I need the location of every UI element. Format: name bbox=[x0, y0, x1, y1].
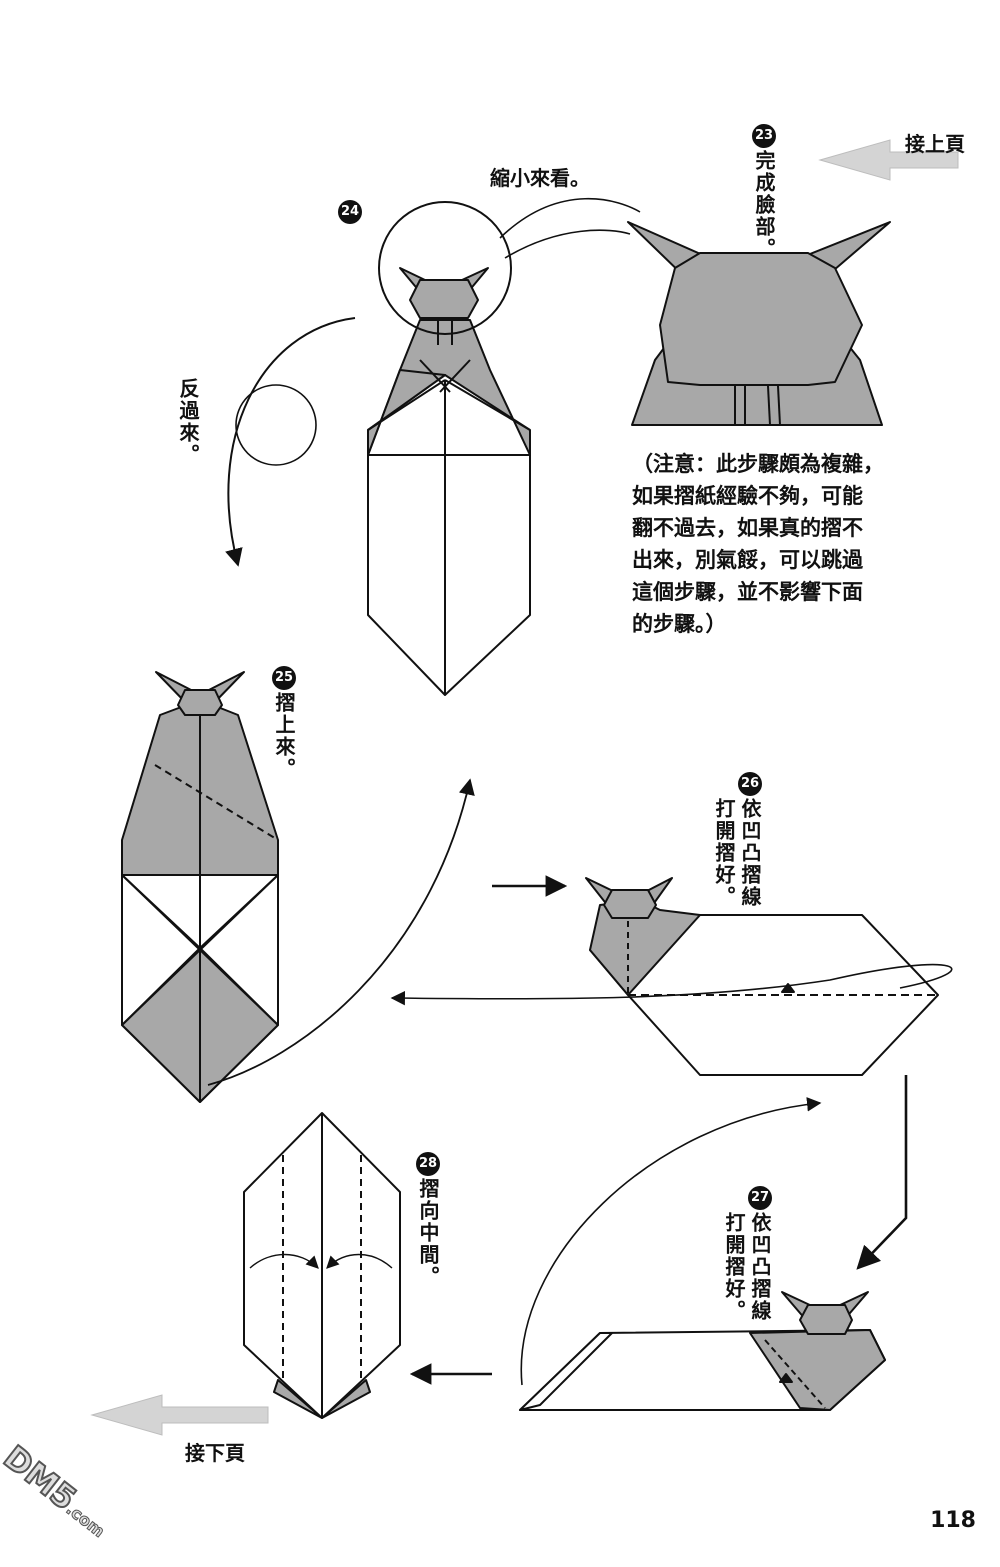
note-text: （注意：此步驟頗為複雜， 如果摺紙經驗不夠，可能 翻不過去，如果真的摺不 出來，… bbox=[632, 448, 902, 640]
step28-figure bbox=[243, 1112, 401, 1419]
step25-number: 25 bbox=[272, 666, 296, 690]
note-line: 的步驟。） bbox=[632, 612, 727, 636]
note-line: 翻不過去，如果真的摺不 bbox=[632, 516, 863, 540]
next-page-arrow bbox=[90, 1394, 269, 1436]
prev-page-arrow bbox=[818, 139, 959, 181]
step26-line1: 依凹凸摺線 bbox=[738, 798, 762, 908]
step27-line1: 依凹凸摺線 bbox=[748, 1212, 772, 1322]
step28-text: 摺向中間。 bbox=[416, 1178, 440, 1288]
step26-line2: 打開摺好。 bbox=[712, 798, 736, 908]
step28-number: 28 bbox=[416, 1152, 440, 1176]
step26-figure bbox=[390, 877, 953, 1076]
step27-figure bbox=[519, 1097, 886, 1411]
step24-figure bbox=[367, 201, 531, 696]
step25-text: 摺上來。 bbox=[272, 692, 296, 780]
note-line: （注意：此步驟頗為複雜， bbox=[632, 452, 884, 476]
page-number: 118 bbox=[930, 1508, 976, 1533]
note-line: 這個步驟，並不影響下面 bbox=[632, 580, 863, 604]
next-page-label[interactable]: 接下頁 bbox=[185, 1441, 245, 1465]
note-line: 出來，別氣餒，可以跳過 bbox=[632, 548, 863, 572]
arrow-to-step27 bbox=[856, 1075, 908, 1270]
step26-number: 26 bbox=[738, 772, 762, 796]
step24-zoom-label: 縮小來看。 bbox=[490, 166, 590, 190]
flip-arrow bbox=[225, 317, 356, 567]
step23-text: 完成臉部。 bbox=[752, 150, 776, 260]
prev-page-label[interactable]: 接上頁 bbox=[905, 132, 965, 156]
step25-figure bbox=[121, 671, 475, 1103]
note-line: 如果摺紙經驗不夠，可能 bbox=[632, 484, 863, 508]
step23-figure bbox=[627, 221, 891, 426]
zoom-connector-curve bbox=[499, 197, 641, 239]
step24-flip-label: 反過來。 bbox=[176, 378, 200, 466]
zoom-connector-curve-2 bbox=[504, 229, 631, 259]
step24-number: 24 bbox=[338, 200, 362, 224]
step23-number: 23 bbox=[752, 124, 776, 148]
step27-number: 27 bbox=[748, 1186, 772, 1210]
step27-line2: 打開摺好。 bbox=[722, 1212, 746, 1322]
